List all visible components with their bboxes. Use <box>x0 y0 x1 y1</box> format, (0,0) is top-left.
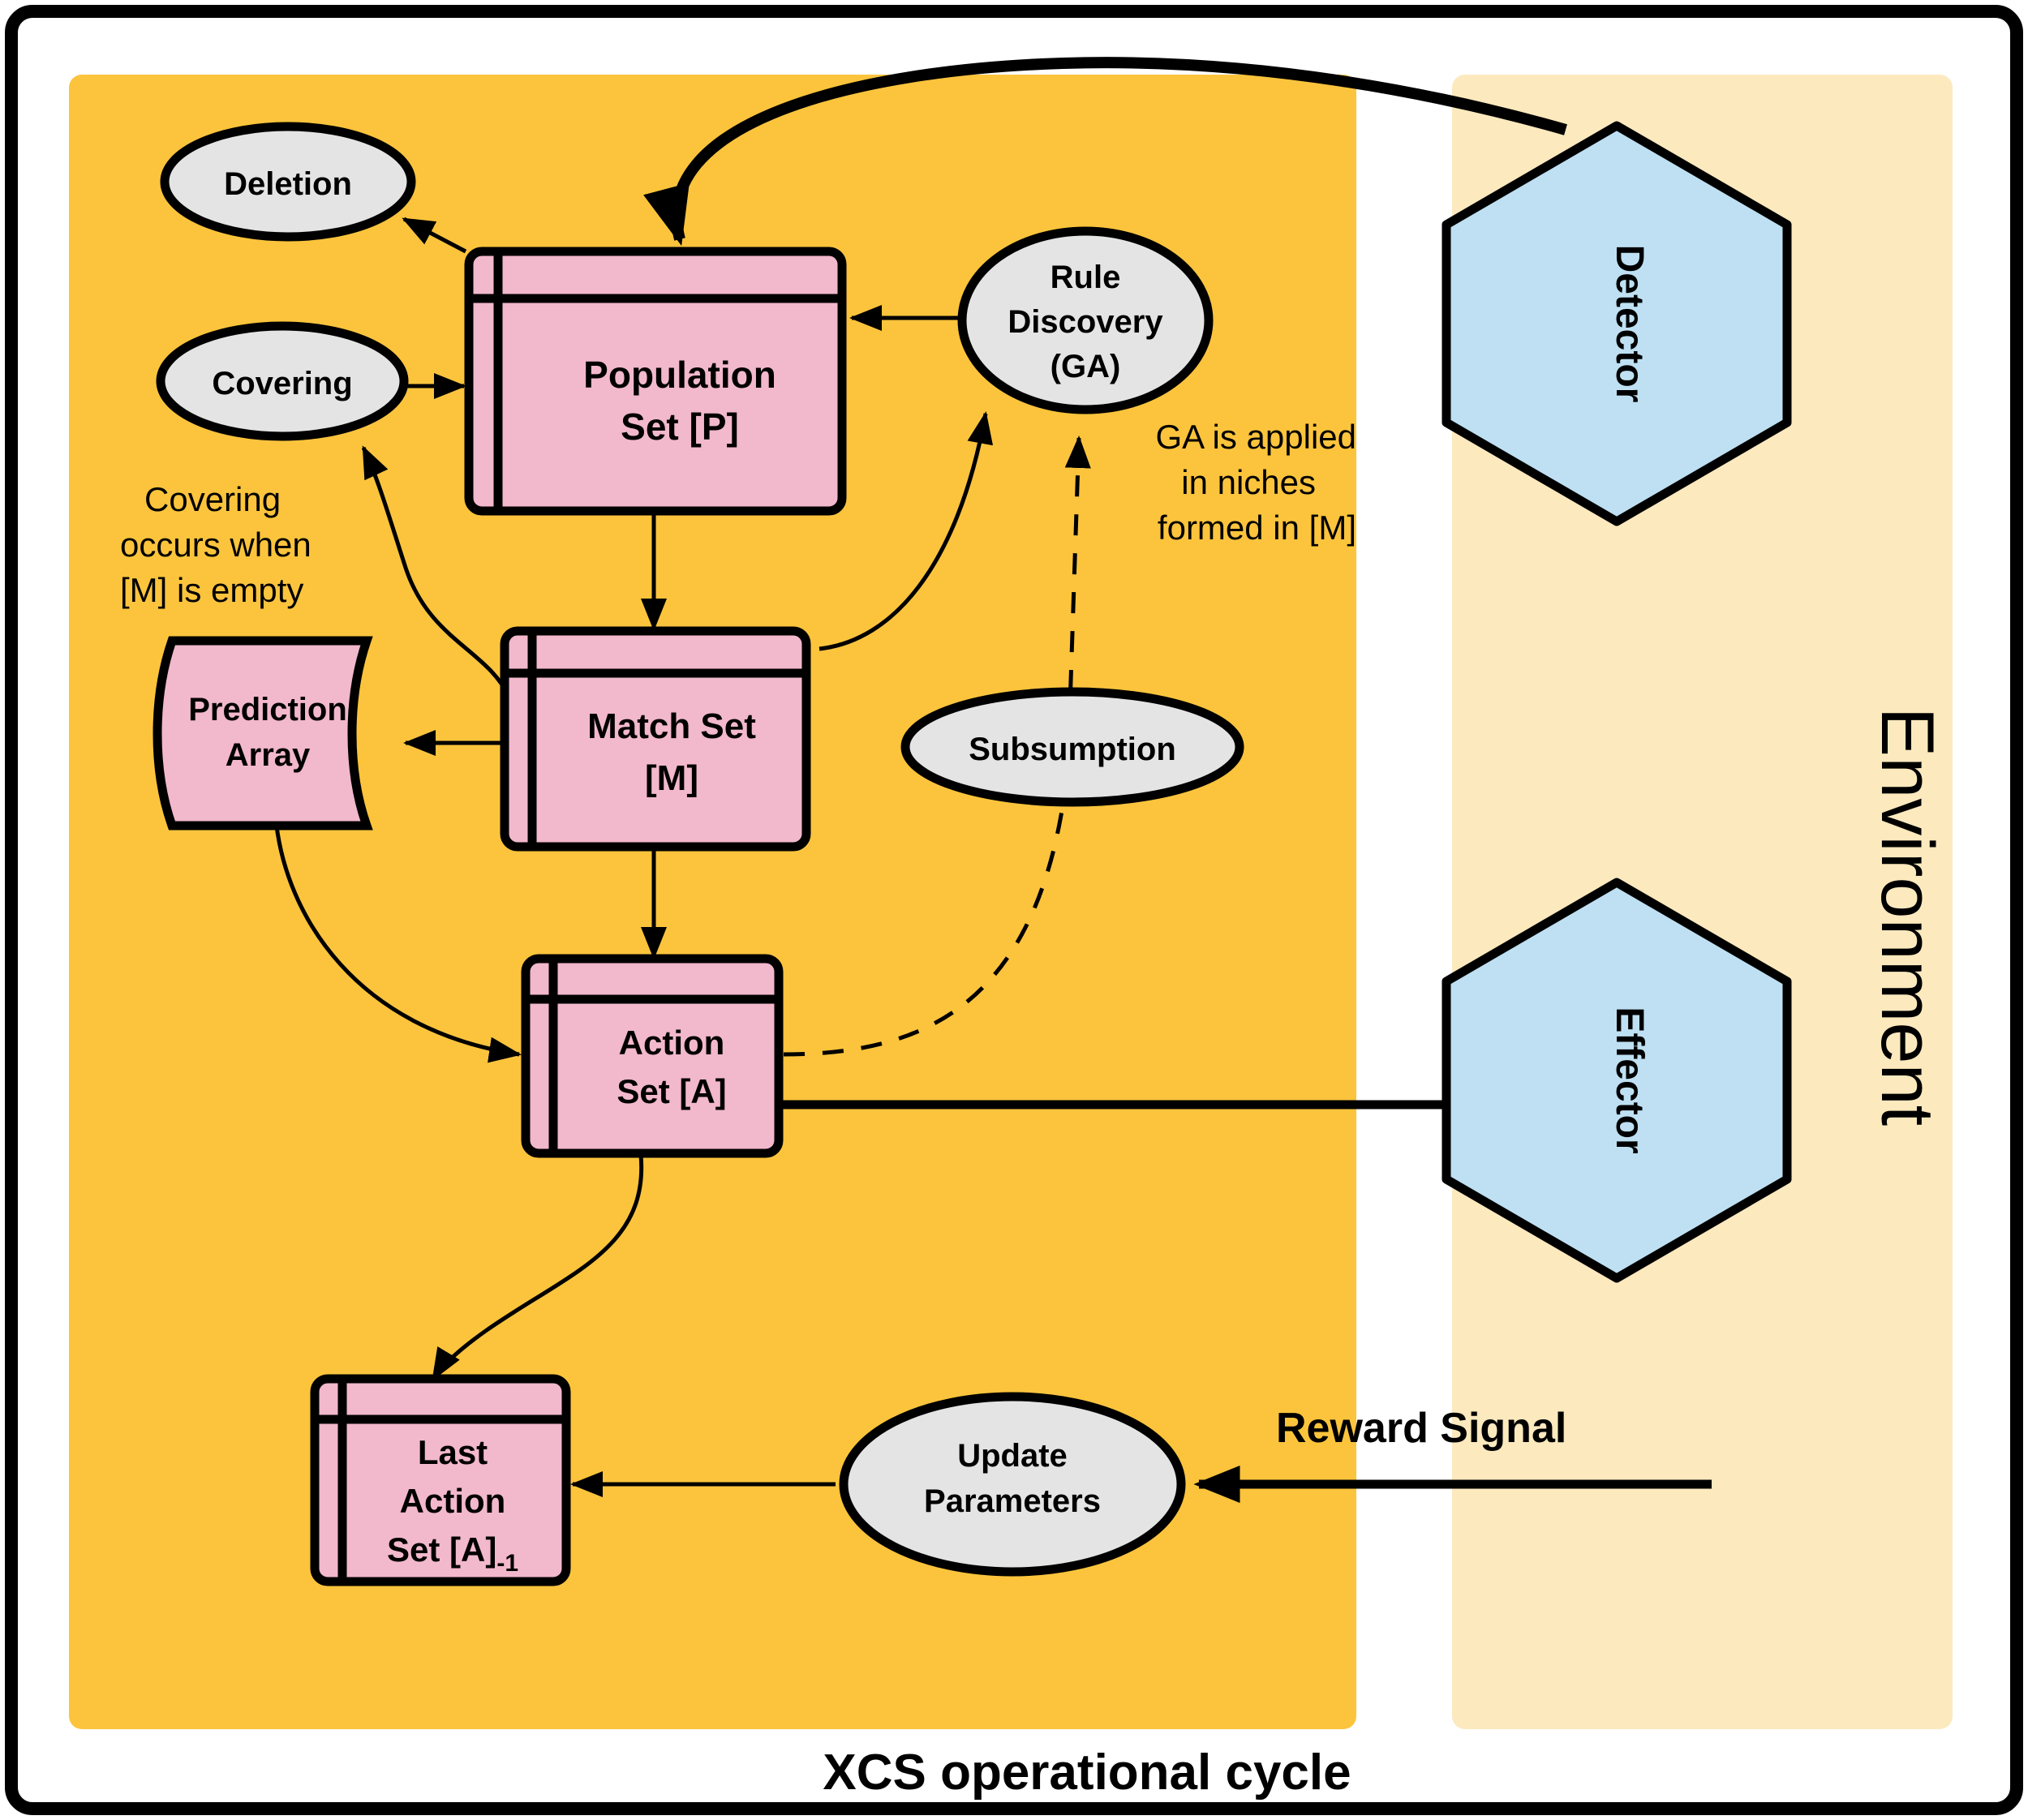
annotation-ga-note: GA is applied in niches formed in [M] <box>1156 418 1357 547</box>
edge-detector-to-population <box>643 57 1567 247</box>
reward-signal-label: Reward Signal <box>1276 1405 1566 1452</box>
rule-discovery-label-line2: Discovery <box>1008 304 1163 340</box>
effector-label: Effector <box>1608 1007 1651 1153</box>
last-action-set-label-line3-group: Set [A]-1 <box>387 1530 518 1577</box>
covering-label: Covering <box>212 366 352 401</box>
node-population-set[interactable]: Population Set [P] <box>464 247 847 516</box>
annotation-covering-note: Covering occurs when [M] is empty <box>120 480 312 609</box>
edge-predictionarray-to-actionset <box>273 818 522 1063</box>
match-set-label-line1: Match Set <box>587 706 756 746</box>
prediction-array-label-line2: Array <box>226 737 311 773</box>
covering-note-line3: [M] is empty <box>120 571 303 609</box>
node-effector[interactable]: Effector <box>1442 878 1792 1283</box>
node-subsumption[interactable]: Subsumption <box>900 687 1244 807</box>
last-action-set-label-line3: Set [A] <box>387 1530 496 1569</box>
edge-population-to-deletion <box>402 217 467 254</box>
ga-note-line2: in niches <box>1181 463 1316 501</box>
edge-actionset-to-lastactionset <box>431 1154 644 1381</box>
node-rule-discovery[interactable]: Rule Discovery (GA) <box>957 226 1214 414</box>
covering-note-line1: Covering <box>144 480 281 518</box>
covering-note-line2: occurs when <box>120 526 312 564</box>
node-prediction-array[interactable]: Prediction Array <box>153 636 373 831</box>
last-action-set-label-line2: Action <box>400 1482 506 1520</box>
deletion-label: Deletion <box>224 166 352 202</box>
edge-matchset-to-covering <box>361 445 512 699</box>
node-update-parameters[interactable]: Update Parameters <box>839 1392 1186 1577</box>
action-set-label-line1: Action <box>619 1024 725 1062</box>
node-action-set[interactable]: Action Set [A] <box>521 954 784 1158</box>
ga-note-line3: formed in [M] <box>1158 509 1356 547</box>
prediction-array-label-line1: Prediction <box>188 692 347 728</box>
rule-discovery-label-line1: Rule <box>1051 260 1121 295</box>
node-detector[interactable]: Detector <box>1442 121 1792 526</box>
environment-label: Environment <box>1866 707 1949 1126</box>
node-deletion[interactable]: Deletion <box>160 122 416 242</box>
figure-title: XCS operational cycle <box>823 1745 1351 1801</box>
update-parameters-label-line2: Parameters <box>924 1483 1101 1519</box>
edge-subsumption-to-rulediscovery-dashed <box>1064 436 1091 731</box>
rule-discovery-label-line3: (GA) <box>1051 349 1121 384</box>
edge-subsumption-dashed <box>783 752 1080 1057</box>
last-action-set-label-line1: Last <box>418 1433 488 1471</box>
last-action-set-subscript: -1 <box>496 1550 518 1577</box>
population-set-label-line2: Set [P] <box>621 406 739 448</box>
action-set-label-line2: Set [A] <box>617 1072 726 1110</box>
agent-panel <box>69 75 1356 1729</box>
edge-matchset-to-rulediscovery <box>819 411 994 651</box>
node-last-action-set[interactable]: Last Action Set [A]-1 <box>310 1374 571 1586</box>
population-set-label-line1: Population <box>583 354 776 396</box>
match-set-label-line2: [M] <box>645 758 698 798</box>
subsumption-label: Subsumption <box>969 732 1176 767</box>
node-covering[interactable]: Covering <box>156 321 409 441</box>
detector-label: Detector <box>1608 245 1651 403</box>
node-match-set[interactable]: Match Set [M] <box>500 626 811 852</box>
update-parameters-label-line1: Update <box>957 1438 1068 1474</box>
ga-note-line1: GA is applied <box>1156 418 1357 456</box>
